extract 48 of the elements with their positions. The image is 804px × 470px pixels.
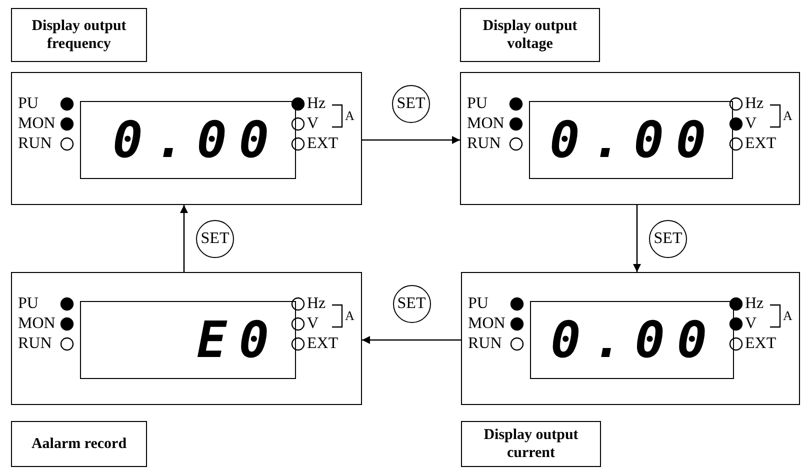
indicator-label: MON [467, 115, 504, 133]
digital-display: 0.00 [529, 101, 733, 179]
indicator-label: MON [468, 315, 506, 333]
caption-box: Aalarm record [11, 421, 147, 467]
indicator-label: PU [18, 295, 38, 313]
unit-label: EXT [745, 335, 776, 353]
indicator-label: MON [18, 115, 56, 133]
edge-label: SET [392, 285, 430, 323]
unit-label: A [783, 107, 792, 125]
unit-label: Hz [745, 95, 764, 113]
caption-box: Display output frequency [11, 8, 147, 62]
display-panel [11, 72, 362, 205]
edge-label: SET [392, 85, 430, 123]
digital-display: 0.00 [530, 301, 734, 379]
indicator-label: PU [18, 95, 38, 113]
edge-label: SET [196, 220, 234, 258]
display-panel [461, 272, 800, 405]
unit-label: A [783, 307, 792, 325]
indicator-label: RUN [468, 335, 502, 353]
unit-label: Hz [307, 295, 326, 313]
unit-label: EXT [745, 135, 776, 153]
indicator-label: PU [467, 95, 488, 113]
unit-label: V [307, 115, 319, 133]
caption-box: Display output current [461, 421, 601, 467]
unit-label: EXT [307, 335, 338, 353]
arrow [362, 336, 461, 344]
unit-label: Hz [307, 95, 326, 113]
indicator-label: PU [468, 295, 488, 313]
indicator-label: RUN [18, 135, 52, 153]
indicator-label: MON [18, 315, 56, 333]
indicator-label: RUN [467, 135, 501, 153]
edge-label: SET [649, 220, 687, 258]
digital-display: 0.00 [80, 101, 296, 179]
unit-label: A [345, 107, 354, 125]
unit-label: V [745, 115, 757, 133]
unit-label: EXT [307, 135, 338, 153]
unit-label: Hz [745, 295, 764, 313]
unit-label: V [307, 315, 319, 333]
unit-label: V [745, 315, 757, 333]
arrow [180, 205, 188, 272]
display-panel [460, 72, 800, 205]
arrow [362, 136, 460, 144]
indicator-label: RUN [18, 335, 52, 353]
display-panel [11, 272, 362, 405]
caption-box: Display output voltage [460, 8, 600, 62]
unit-label: A [345, 307, 354, 325]
arrow [633, 205, 641, 272]
digital-display: E0 [80, 301, 296, 379]
